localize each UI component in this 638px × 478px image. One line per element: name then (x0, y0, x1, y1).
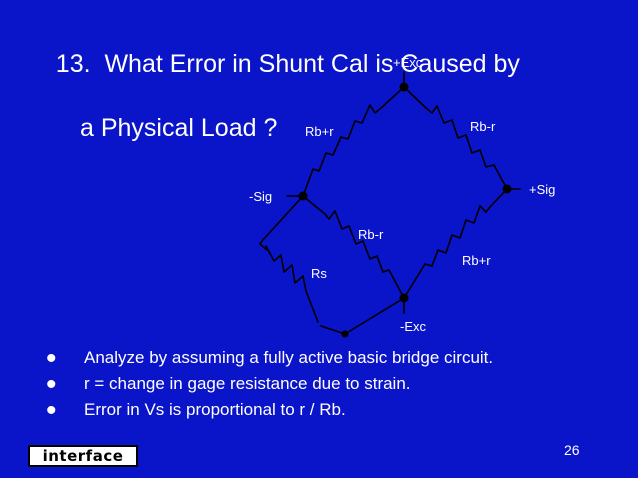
label-rb-plus-r-top: Rb+r (305, 124, 334, 139)
label-rb-plus-r-bottom: Rb+r (462, 253, 491, 268)
label-rb-minus-r-bottom: Rb-r (358, 227, 384, 242)
wire-top-left (302, 86, 405, 197)
title-line-1: 13. What Error in Shunt Cal is Caused by (55, 50, 520, 78)
label-minus-sig: -Sig (249, 189, 272, 204)
node-minus-exc (399, 293, 409, 303)
bullet-item: •Analyze by assuming a fully active basi… (46, 342, 494, 375)
wire-shunt (259, 195, 319, 323)
page-number: 26 (564, 442, 580, 458)
node-minus-sig (298, 191, 308, 201)
wire-bottom-left (302, 195, 405, 299)
label-minus-exc: -Exc (400, 319, 427, 334)
interface-logo: interface (28, 445, 138, 467)
wire-switch-to-exc (344, 297, 405, 335)
bullet-list: •Analyze by assuming a fully active basi… (46, 342, 494, 427)
label-rb-minus-r-top: Rb-r (470, 119, 496, 134)
node-plus-exc (399, 82, 409, 92)
label-plus-sig: +Sig (529, 182, 555, 197)
node-plus-sig (502, 184, 512, 194)
node-switch (341, 330, 349, 338)
bullet-item: •Error in Vs is proportional to r / Rb. (46, 394, 346, 427)
label-rs: Rs (311, 266, 327, 281)
label-plus-exc: +Exc (393, 55, 423, 70)
wire-top-right (403, 86, 508, 190)
bullet-item: •r = change in gage resistance due to st… (46, 368, 411, 401)
wire-bottom-right (403, 188, 508, 299)
slide-title: 13. What Error in Shunt Cal is Caused by… (28, 16, 520, 208)
shunt-switch (320, 325, 346, 335)
title-line-2: a Physical Load ? (80, 114, 278, 142)
